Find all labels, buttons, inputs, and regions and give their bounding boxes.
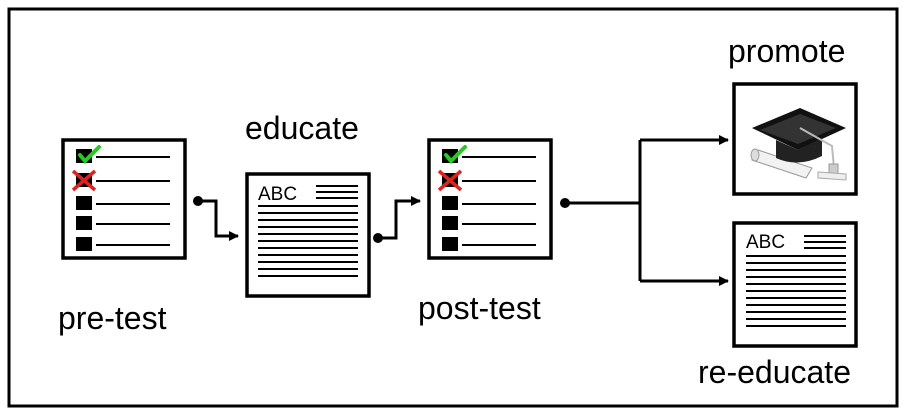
- arrow-icon: [560, 135, 729, 286]
- arrow-icon: [193, 196, 239, 241]
- check-mark-icon: [78, 145, 101, 164]
- reeducate-document-icon: ABC: [732, 221, 858, 348]
- promote-box: [732, 82, 858, 196]
- pretest-label: pre-test: [58, 300, 167, 336]
- cross-mark-icon: [71, 169, 97, 192]
- graduation-cap-icon: [750, 108, 847, 181]
- educate-label: educate: [245, 110, 359, 146]
- educate-doc-abc: ABC: [258, 184, 297, 205]
- check-mark-icon: [444, 145, 467, 164]
- cross-mark-icon: [437, 169, 463, 192]
- pretest-checklist-icon: [61, 138, 187, 260]
- posttest-label: post-test: [418, 290, 541, 326]
- reeducate-label: re-educate: [698, 354, 851, 390]
- promote-label: promote: [728, 33, 846, 69]
- reeducate-doc-abc: ABC: [746, 232, 785, 253]
- arrow-icon: [373, 196, 421, 243]
- posttest-checklist-icon: [427, 138, 553, 260]
- educate-document-icon: ABC: [245, 172, 371, 298]
